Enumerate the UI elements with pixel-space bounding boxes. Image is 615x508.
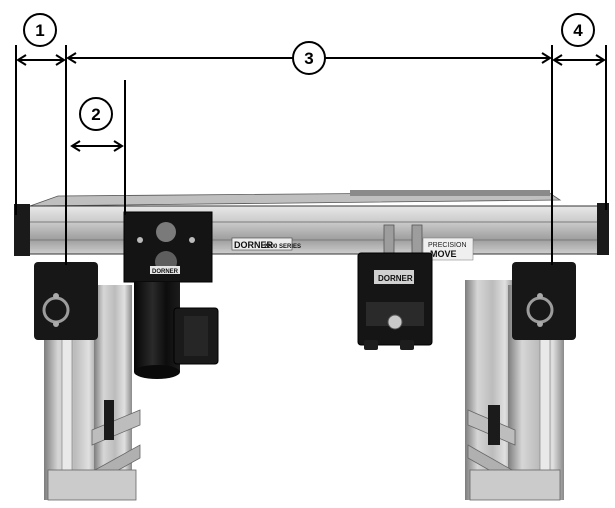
callout-3-label: 3 [304,49,313,68]
callout-3: 3 [292,41,326,75]
right-leg-scale [539,329,551,481]
controller-label-plate [374,270,414,284]
left-leg-mount [34,262,98,340]
drive-shaft-cap [156,222,176,242]
left-leg-scale [61,329,73,481]
right-leg-mount [512,262,576,340]
controller-box [357,252,433,346]
right-end-cap [597,203,609,255]
speed-controller: DORNER [357,224,433,350]
conveyor-side-rail [19,205,609,255]
motor-body [134,282,180,372]
brand-label: DORNER [234,240,274,250]
left-end-cap [14,204,30,256]
brand-plate [231,237,293,251]
right-clamp [488,405,500,445]
callout-1-label: 1 [35,21,44,40]
series-label: 2200 SERIES [264,244,301,250]
drive-motor-assembly: DORNER [123,211,219,379]
right-mount-plate [512,262,576,340]
dimension-annotations [15,45,607,265]
callout-1: 1 [23,13,57,47]
belt-rear-rail [350,190,550,196]
precision-move-badge [422,237,474,261]
callout-4-label: 4 [573,21,583,40]
controller-brand-label: DORNER [378,274,413,283]
left-clamp [104,400,114,440]
callout-4: 4 [561,13,595,47]
precision-label: PRECISION [428,242,467,249]
move-label: MOVE [430,249,457,259]
drive-brand-label: DORNER [152,269,179,275]
right-foot-bracket [469,469,561,501]
conveyor-frame: DORNER 2200 SERIES PRECISION MOVE [14,190,609,261]
callout-2: 2 [79,97,113,131]
left-foot-bracket [47,469,137,501]
speed-dial-knob [387,314,403,330]
drive-label-plate [150,266,180,274]
callout-2-label: 2 [91,105,100,124]
